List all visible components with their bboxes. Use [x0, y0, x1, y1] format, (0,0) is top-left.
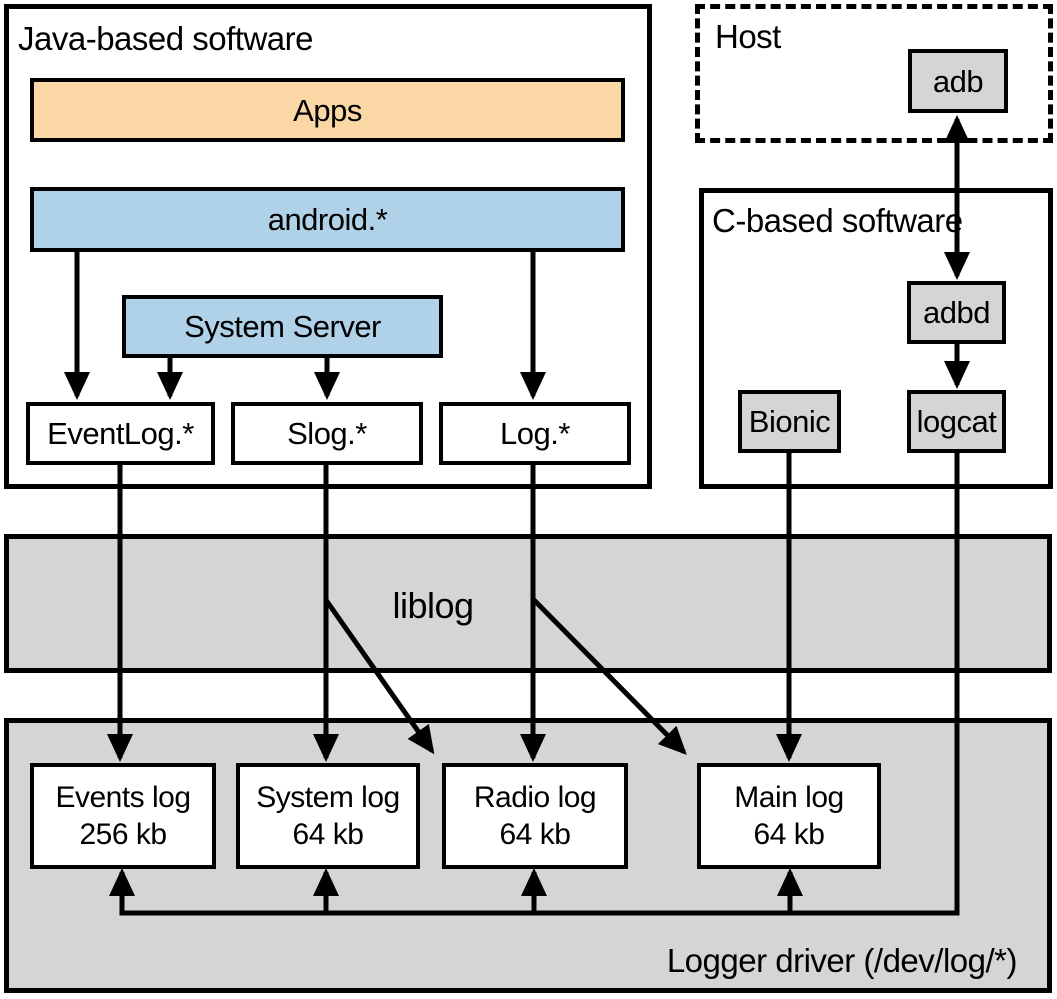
apps-box: Apps [30, 78, 625, 142]
slog-class-label: Slog.* [287, 416, 367, 451]
android-api-box: android.* [30, 187, 625, 252]
bionic-box: Bionic [738, 390, 841, 453]
liblog-label: liblog [392, 585, 474, 626]
eventlog-class-label: EventLog.* [47, 416, 194, 451]
main-log-box: Main log 64 kb [697, 763, 881, 869]
radio-log-box: Radio log 64 kb [442, 763, 628, 869]
liblog-band [4, 534, 1052, 673]
main-log-name: Main log [734, 781, 844, 814]
main-log-size: 64 kb [753, 818, 825, 851]
system-log-size: 64 kb [292, 818, 364, 851]
logger-driver-label: Logger driver (/dev/log/*) [666, 942, 1018, 979]
radio-log-size: 64 kb [499, 818, 571, 851]
apps-label: Apps [293, 92, 362, 128]
bionic-label: Bionic [748, 404, 831, 439]
log-class-box: Log.* [439, 402, 631, 465]
eventlog-class-box: EventLog.* [26, 402, 215, 465]
events-log-box: Events log 256 kb [30, 763, 216, 869]
system-server-label: System Server [184, 309, 381, 344]
adb-label: adb [932, 63, 984, 99]
android-api-label: android.* [267, 202, 388, 237]
system-server-box: System Server [122, 295, 443, 358]
log-class-label: Log.* [500, 416, 570, 451]
java-software-title: Java-based software [18, 20, 314, 57]
host-container [695, 4, 1053, 143]
logcat-label: logcat [916, 404, 997, 439]
adbd-box: adbd [907, 281, 1006, 344]
host-title: Host [715, 18, 781, 55]
system-log-box: System log 64 kb [236, 763, 420, 869]
radio-log-name: Radio log [473, 781, 597, 814]
c-software-title: C-based software [712, 202, 963, 239]
adb-box: adb [908, 49, 1008, 113]
system-log-name: System log [256, 781, 400, 814]
adbd-label: adbd [923, 295, 990, 330]
events-log-name: Events log [55, 781, 191, 814]
logcat-box: logcat [907, 390, 1006, 453]
events-log-size: 256 kb [79, 818, 167, 851]
slog-class-box: Slog.* [231, 402, 423, 465]
